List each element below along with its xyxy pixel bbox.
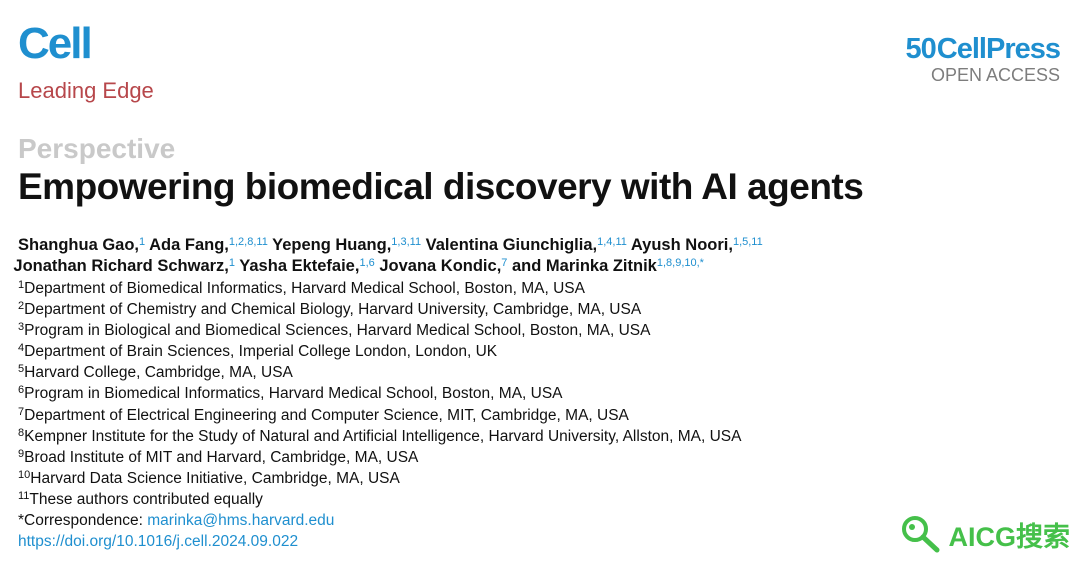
affiliation-number: 7: [18, 405, 25, 418]
author-affiliation-ref[interactable]: 1,6: [359, 257, 375, 269]
affiliation-number: 8: [18, 426, 25, 439]
affiliation-text: Department of Electrical Engineering and…: [24, 406, 629, 424]
affiliation-text: Department of Biomedical Informatics, Ha…: [24, 280, 585, 297]
doi: https://doi.org/10.1016/j.cell.2024.09.0…: [18, 531, 1058, 552]
author-affiliation-ref[interactable]: 7: [501, 257, 508, 269]
affiliation-number: 9: [18, 447, 25, 460]
affiliation: 5Harvard College, Cambridge, MA, USA: [18, 362, 1058, 383]
open-access-label: OPEN ACCESS: [930, 65, 1060, 85]
affiliation-text: Kempner Institute for the Study of Natur…: [24, 427, 742, 445]
article-type: Perspective: [18, 133, 176, 164]
affiliation-number: 10: [18, 468, 31, 481]
watermark-text: AICG搜索: [948, 521, 1071, 552]
affiliation: 8Kempner Institute for the Study of Natu…: [18, 426, 1058, 447]
affiliation: 2Department of Chemistry and Chemical Bi…: [18, 299, 1058, 320]
correspondence-label: *Correspondence:: [18, 512, 148, 530]
author-affiliation-ref[interactable]: 1,8,9,10,*: [656, 257, 704, 269]
affiliation-text: These authors contributed equally: [29, 490, 263, 508]
author-name: Ayush Noori,: [626, 236, 733, 254]
correspondence: *Correspondence: marinka@hms.harvard.edu: [18, 510, 1058, 531]
affiliation: 3Program in Biological and Biomedical Sc…: [18, 320, 1058, 341]
author-list: Shanghua Gao,1 Ada Fang,1,2,8,11 Yepeng …: [13, 235, 1058, 277]
author-name: Jovana Kondic,: [374, 257, 502, 275]
author-name: and Marinka Zitnik: [507, 257, 657, 275]
affiliation-text: Broad Institute of MIT and Harvard, Camb…: [24, 448, 419, 466]
author-name: Yepeng Huang,: [267, 236, 392, 254]
affiliation-text: Program in Biomedical Informatics, Harva…: [24, 385, 563, 403]
affiliation-number: 6: [18, 384, 25, 397]
author-affiliation-ref[interactable]: 1,4,11: [597, 236, 627, 248]
journal-logo: Cell: [18, 19, 93, 68]
affiliation-text: Program in Biological and Biomedical Sci…: [24, 322, 651, 340]
affiliation-number: 3: [18, 321, 25, 334]
affiliation-list: 1Department of Biomedical Informatics, H…: [18, 278, 1058, 552]
watermark: AICG搜索: [899, 513, 1071, 560]
affiliation-number: 4: [18, 342, 25, 355]
author-affiliation-ref[interactable]: 1,2,8,11: [228, 236, 268, 248]
affiliation: 1Department of Biomedical Informatics, H…: [18, 278, 1058, 299]
affiliation-number: 11: [18, 489, 30, 502]
author-affiliation-ref[interactable]: 1: [228, 257, 235, 269]
magnifier-icon: [899, 513, 943, 560]
author-name: Shanghua Gao,: [18, 236, 140, 254]
affiliation-number: 2: [18, 300, 25, 313]
affiliation-text: Harvard College, Cambridge, MA, USA: [24, 364, 293, 382]
affiliation: 10Harvard Data Science Initiative, Cambr…: [18, 468, 1058, 489]
publisher-name: CellPress: [936, 33, 1061, 65]
article-title: Empowering biomedical discovery with AI …: [18, 166, 864, 207]
anniversary-mark: 50: [905, 33, 937, 65]
affiliation-text: Department of Brain Sciences, Imperial C…: [24, 343, 498, 361]
author-name: Jonathan Richard Schwarz,: [13, 257, 229, 275]
author-name: Valentina Giunchiglia,: [421, 236, 598, 254]
section-label: Leading Edge: [18, 78, 154, 103]
author-affiliation-ref[interactable]: 1,5,11: [732, 236, 763, 248]
affiliation: 11These authors contributed equally: [18, 489, 1058, 510]
affiliation: 6Program in Biomedical Informatics, Harv…: [18, 383, 1058, 404]
affiliation-text: Harvard Data Science Initiative, Cambrid…: [30, 469, 400, 487]
affiliation: 7Department of Electrical Engineering an…: [18, 405, 1058, 426]
publisher-logo: 50CellPress OPEN ACCESS: [905, 33, 1061, 85]
author-name: Ada Fang,: [145, 236, 229, 254]
correspondence-email-link[interactable]: marinka@hms.harvard.edu: [147, 512, 335, 530]
author-affiliation-ref[interactable]: 1,3,11: [391, 236, 422, 248]
doi-link[interactable]: https://doi.org/10.1016/j.cell.2024.09.0…: [18, 533, 299, 551]
affiliation-number: 1: [18, 279, 25, 291]
author-name: Yasha Ektefaie,: [235, 257, 360, 275]
author-affiliation-ref[interactable]: 1: [139, 236, 146, 248]
affiliation: 9Broad Institute of MIT and Harvard, Cam…: [18, 447, 1058, 468]
affiliation-number: 5: [18, 363, 25, 376]
affiliation-text: Department of Chemistry and Chemical Bio…: [24, 301, 642, 319]
affiliation: 4Department of Brain Sciences, Imperial …: [18, 341, 1058, 362]
